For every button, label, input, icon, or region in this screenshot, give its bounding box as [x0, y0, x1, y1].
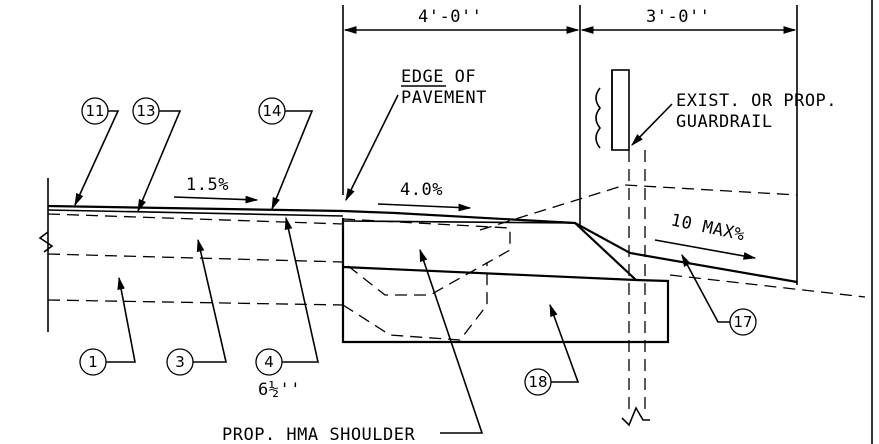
shoulder-mid-line [342, 265, 637, 282]
shoulder-group [341, 218, 670, 344]
slope-arrow-1 [173, 195, 259, 204]
shoulder-dash-2 [342, 262, 488, 341]
shoulder-slope-edge [574, 222, 637, 281]
pavement-top-surface [47, 204, 798, 284]
callout-17: 17 [681, 253, 757, 336]
svg-text:3: 3 [175, 353, 185, 371]
shoulder-dash-1 [342, 218, 511, 296]
subbase-dash-line [47, 299, 344, 306]
callout-13: 13 [132, 97, 182, 213]
shoulder-outline [341, 218, 670, 344]
guardrail-label-line2: GUARDRAIL [676, 112, 773, 132]
svg-text:18: 18 [528, 373, 547, 391]
slope-arrow-2 [377, 203, 472, 212]
callout-1: 1 [79, 276, 136, 376]
grade-dash-line [479, 184, 798, 231]
thickness-label: 6½'' [258, 380, 301, 400]
edge-label-line1: EDGE OF [401, 67, 476, 87]
pavement-surface-3 [47, 213, 344, 225]
pavement-surface-2 [47, 209, 344, 217]
dimension-group: 4'-0'' 3'-0'' [342, 5, 798, 285]
slope-label-2: 4.0% [400, 180, 443, 200]
svg-text:14: 14 [262, 102, 281, 120]
callout-18: 18 [524, 303, 580, 396]
slope-label-3: 10 MAX% [669, 210, 747, 245]
svg-text:4: 4 [264, 353, 274, 371]
slope-arrow-3 [654, 239, 757, 260]
callout-11: 11 [74, 97, 120, 207]
svg-text:13: 13 [136, 102, 155, 120]
svg-text:17: 17 [733, 313, 752, 331]
svg-text:11: 11 [85, 102, 104, 120]
callout-4: 4 [255, 216, 319, 376]
callout-14: 14 [258, 97, 314, 211]
pavement-group [38, 178, 866, 332]
edge-label-line2: PAVEMENT [401, 88, 487, 108]
fill-dash-line [669, 274, 866, 298]
guardrail-leader [631, 103, 673, 146]
edge-leader [345, 94, 399, 202]
guardrail-label-line1: EXIST. OR PROP. [676, 91, 837, 111]
callout-3: 3 [166, 238, 228, 376]
dim-text-a: 4'-0'' [418, 7, 482, 27]
base-dash-line [47, 253, 344, 263]
shoulder-leader [419, 248, 484, 434]
svg-text:1: 1 [88, 353, 98, 371]
guardrail-group [595, 69, 650, 427]
guardrail-beam [595, 70, 613, 150]
break-symbol [38, 231, 54, 253]
dim-text-b: 3'-0'' [646, 7, 710, 27]
slope-label-1: 1.5% [186, 175, 229, 195]
guardrail-blockout [611, 69, 630, 151]
post-break [621, 406, 650, 427]
shoulder-label: PROP. HMA SHOULDER [222, 425, 415, 444]
